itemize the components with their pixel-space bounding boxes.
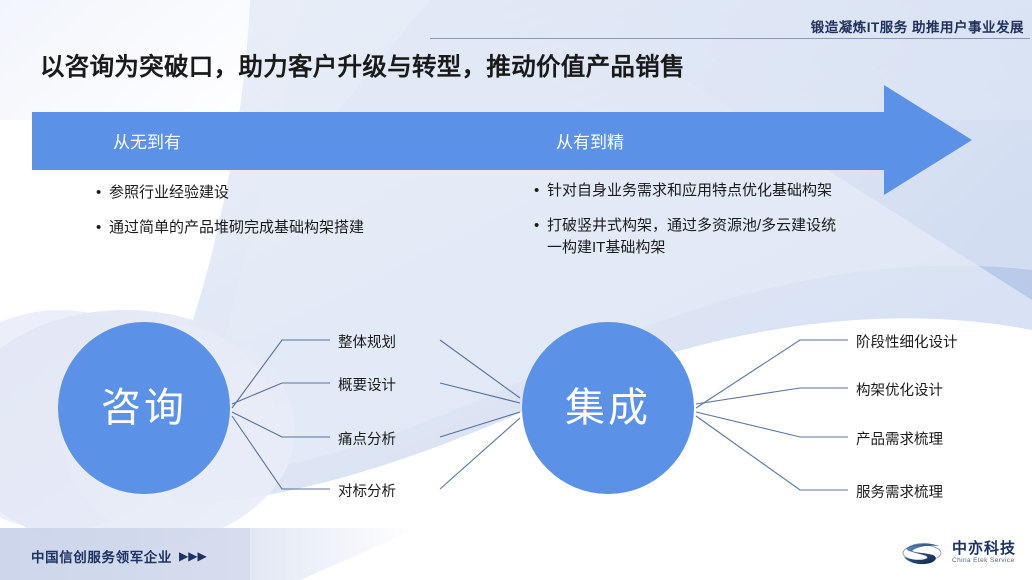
footer-slogan: 中国信创服务领军企业 ▶▶▶ [31,546,207,566]
list-item: 打破竖井式构架，通过多资源池/多云建设统 一构建IT基础构架 [534,215,954,259]
branch-label-consult-2: 概要设计 [338,378,396,394]
branch-label-integrate-2: 构架优化设计 [856,383,943,399]
branch-label-consult-1: 整体规划 [338,335,396,351]
node-integrate-label: 集成 [565,386,651,430]
logo-name-cn: 中亦科技 [951,540,1016,558]
company-logo: 中亦科技 China Etek Service [901,539,1016,567]
triangle-right-icon: ▶▶▶ [179,549,207,563]
stage-label-right: 从有到精 [556,133,624,152]
branch-label-consult-4: 对标分析 [338,484,396,500]
branch-label-consult-3: 痛点分析 [338,432,396,448]
process-arrow-shape [32,85,972,195]
branch-label-integrate-3: 产品需求梳理 [856,432,943,448]
node-consult-label: 咨询 [101,386,187,430]
node-integrate[interactable]: 集成 [522,322,694,494]
logo-name-en: China Etek Service [951,557,1015,565]
list-item: 通过简单的产品堆砌完成基础构架搭建 [96,217,526,239]
footer-slogan-text: 中国信创服务领军企业 [31,550,172,565]
stage-label-left: 从无到有 [113,133,181,152]
bullet-list-left: 参照行业经验建设 通过简单的产品堆砌完成基础构架搭建 [96,182,526,252]
node-consult[interactable]: 咨询 [58,322,230,494]
logo-wordmark: 中亦科技 China Etek Service [952,541,1016,565]
list-item: 参照行业经验建设 [96,182,526,204]
etek-swoosh-icon [902,543,942,565]
header-tagline: 锻造凝炼IT服务 助推用户事业发展 [810,20,1024,35]
branch-label-integrate-4: 服务需求梳理 [856,485,943,501]
bullet-list-right: 针对自身业务需求和应用特点优化基础构架 打破竖井式构架，通过多资源池/多云建设统… [534,180,954,271]
list-item: 针对自身业务需求和应用特点优化基础构架 [534,180,954,202]
header-divider [430,38,1030,39]
branch-label-integrate-1: 阶段性细化设计 [856,335,958,351]
page-title: 以咨询为突破口，助力客户升级与转型，推动价值产品销售 [40,54,685,81]
